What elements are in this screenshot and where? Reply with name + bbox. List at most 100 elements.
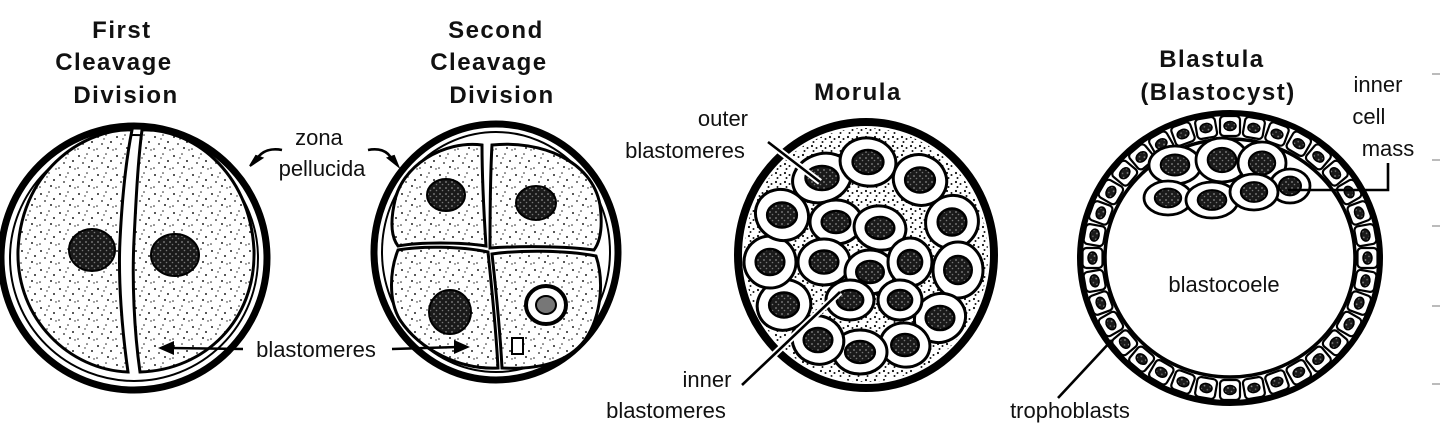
trophoblast-cell <box>1111 159 1139 187</box>
nucleus <box>890 332 920 358</box>
morula-cells <box>742 136 985 376</box>
nucleus <box>1312 150 1325 163</box>
morula-stage: Morula outer blastomeres inner blastomer… <box>606 79 998 423</box>
trophoblast-layer <box>1081 114 1379 402</box>
trophoblast-cell <box>1097 310 1125 338</box>
morula-blastomere <box>796 237 852 287</box>
zona-pellucida-ring <box>370 120 622 384</box>
zona-pellucida-annotation: zona pellucida <box>249 125 401 181</box>
trophoblast-cell <box>1304 143 1332 171</box>
title-line: (Blastocyst) <box>1140 79 1295 106</box>
trophoblast-cell <box>1088 200 1114 226</box>
trophoblast-cell <box>1170 369 1196 395</box>
nucleus <box>426 178 466 212</box>
inner-leader <box>741 291 841 386</box>
nucleus <box>1223 384 1237 396</box>
nucleus <box>943 254 973 286</box>
trophoblast-leader <box>1057 339 1113 399</box>
morula-blastomere <box>742 234 798 290</box>
nucleus <box>1270 376 1284 388</box>
nucleus <box>1095 206 1107 220</box>
nucleus <box>820 209 852 235</box>
nucleus <box>936 207 968 237</box>
trophoblast-cell <box>1356 246 1379 270</box>
arrowhead <box>158 341 174 355</box>
label-inner-blastomeres: inner blastomeres <box>606 367 737 423</box>
nucleus <box>1105 317 1117 331</box>
nucleus <box>808 249 840 275</box>
nucleus <box>1089 228 1100 242</box>
zona-pellucida-ring <box>0 122 271 394</box>
inner-cell-mass <box>1142 136 1312 220</box>
nucleus <box>1360 274 1371 288</box>
nucleus <box>1329 336 1342 349</box>
nucleus <box>1118 336 1131 349</box>
morula-blastomere <box>891 153 949 207</box>
nucleus <box>851 148 885 176</box>
nucleus <box>150 233 200 277</box>
trophoblast-cell <box>1081 246 1104 270</box>
nucleus <box>1353 206 1365 220</box>
icm-cell <box>1147 144 1203 186</box>
trophoblasts-annotation: trophoblasts <box>1010 339 1130 423</box>
nucleus <box>1176 376 1190 388</box>
nucleus <box>855 259 885 285</box>
trophoblast-cell <box>1128 345 1156 373</box>
blastula-stage: Blastula (Blastocyst) blastocoele inner … <box>1010 46 1414 423</box>
title-line: Division <box>449 82 554 109</box>
trophoblast-cell <box>1321 159 1349 187</box>
arrowhead <box>454 340 470 354</box>
nucleus <box>428 289 472 335</box>
nucleus <box>1135 353 1148 366</box>
morula-blastomere <box>886 236 934 288</box>
trophoblast-cell <box>1346 290 1372 316</box>
nucleus <box>1118 167 1131 180</box>
nucleus <box>903 166 937 194</box>
morula-blastomere <box>931 240 985 300</box>
arrowhead <box>249 154 265 167</box>
zona-pellucida-inner-edge <box>9 134 259 382</box>
nucleus <box>515 185 557 221</box>
label-line: inner <box>1353 72 1402 97</box>
morula-blastomere <box>838 136 898 188</box>
nucleus <box>1089 274 1100 288</box>
trophoblast-cell <box>1218 378 1242 402</box>
polar-body <box>511 337 524 355</box>
icm-cell <box>1228 172 1280 212</box>
nucleus <box>802 326 834 354</box>
nucleus <box>804 164 840 192</box>
blastomeres-leader-right <box>391 345 459 351</box>
edge-tick-marks <box>1432 73 1440 385</box>
nucleus <box>1362 251 1373 265</box>
trophoblast-cell <box>1241 115 1266 141</box>
nucleus <box>835 288 865 312</box>
nucleus <box>924 304 956 332</box>
nucleus <box>886 288 914 312</box>
nucleus <box>1223 120 1237 132</box>
nucleus <box>1199 382 1213 394</box>
trophoblast-cell <box>1082 223 1107 248</box>
nucleus <box>1206 146 1238 174</box>
trophoblast-cell <box>1082 268 1107 293</box>
title-line: Division <box>73 82 178 109</box>
label-line: pellucida <box>279 156 367 181</box>
trophoblast-cell <box>1264 369 1290 395</box>
label-line: cell <box>1352 104 1385 129</box>
nucleus <box>1159 153 1191 177</box>
icm-cell <box>1142 179 1194 217</box>
title-line: First <box>92 17 152 44</box>
trophoblast-cell <box>1285 130 1313 157</box>
inner-cell-mass-annotation: inner cell mass <box>1288 72 1414 192</box>
trophoblast-cell <box>1194 115 1219 141</box>
stage-title-first-cleavage: First Cleavage Division <box>55 17 181 109</box>
nucleus <box>765 201 799 229</box>
morula-blastomere <box>876 278 924 322</box>
nucleus <box>1176 128 1190 140</box>
outer-blastomeres-annotation: outer blastomeres <box>625 106 822 185</box>
label-line: inner <box>682 367 731 392</box>
label-line: outer <box>698 106 748 131</box>
icm-cell <box>1194 136 1250 184</box>
nucleus <box>1247 150 1277 176</box>
nucleus <box>1329 167 1342 180</box>
